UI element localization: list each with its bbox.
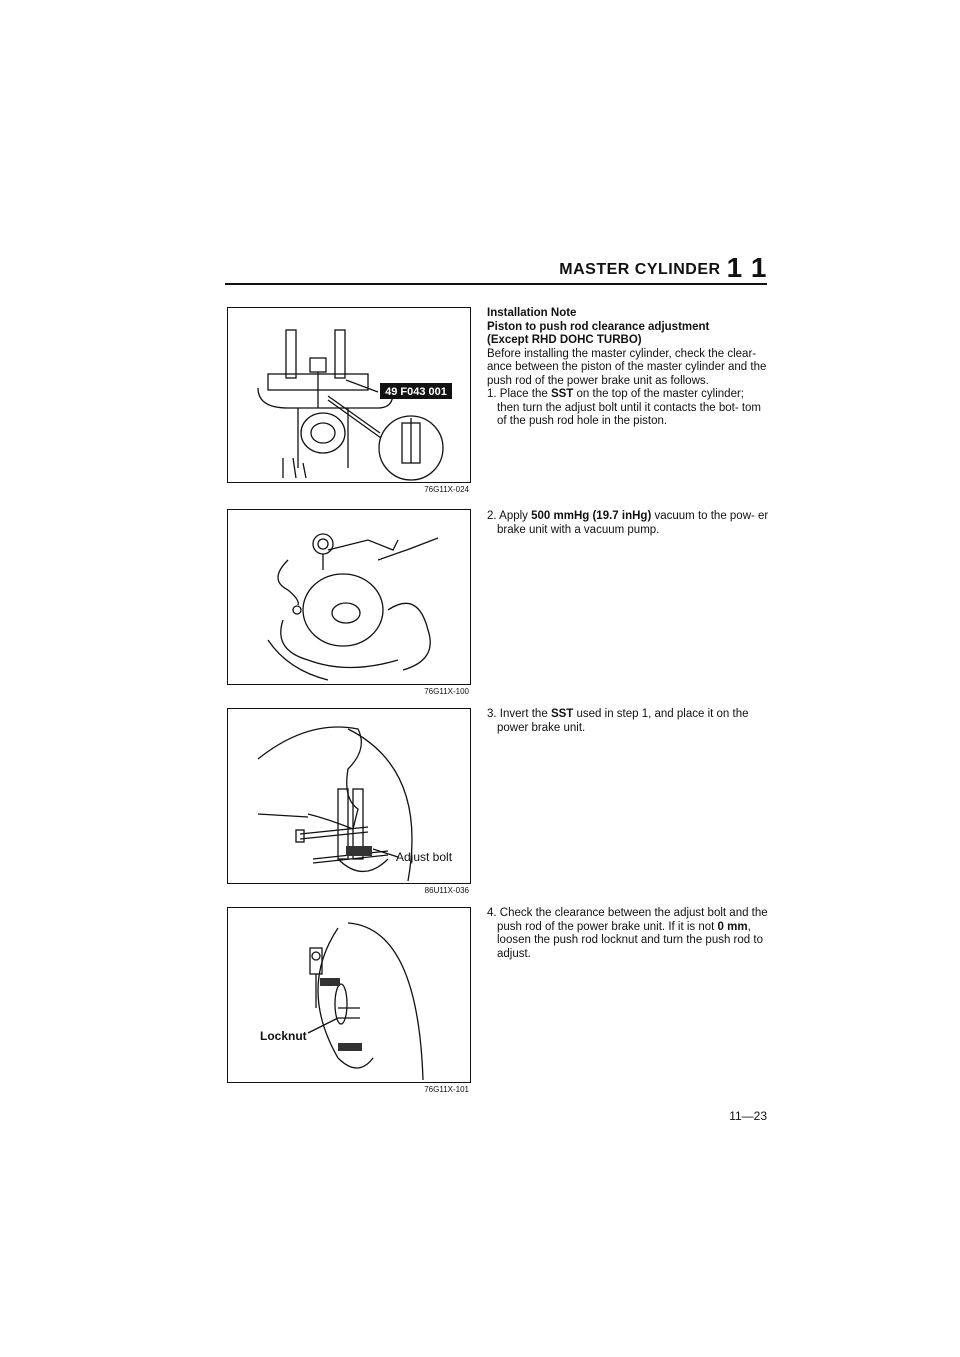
page-number: 11—23 [729,1109,767,1123]
step-4-prefix: 4. Check the clearance between the adjus… [487,907,768,933]
step-3: 3. Invert the SST used in step 1, and pl… [487,708,769,735]
step-3-rest: used in step 1, and place it on the powe… [497,708,749,734]
figure-code: 86U11X-036 [424,886,469,895]
section-heading: Installation Note [487,307,577,319]
figure-sst-installed: 49 F043 001 [227,307,471,483]
step-4-block: 4. Check the clearance between the adjus… [487,907,769,961]
section-subheading-2: (Except RHD DOHC TURBO) [487,334,642,346]
figure-locknut: Locknut [227,907,471,1083]
adjust-bolt-illustration: Adjust bolt [257,726,453,882]
installation-note-section: Installation Note Piston to push rod cle… [487,307,769,429]
step-3-bold: SST [550,708,574,720]
sst-number-label: 49 F043 001 [385,386,447,398]
step-4-rest: , loosen the push rod locknut and turn t… [497,920,763,960]
figure-code: 76G11X-100 [424,687,469,696]
figure-code: 76G11X-101 [424,1085,469,1094]
section-subheading: Piston to push rod clearance adjustment [487,320,710,333]
vacuum-pump-illustration [267,533,439,681]
step-2-bold: 500 mmHg (19.7 inHg) [531,510,652,522]
step-3-prefix: 3. Invert the [487,708,551,720]
step-2-block: 2. Apply 500 mmHg (19.7 inHg) vacuum to … [487,510,769,537]
locknut-label: Locknut [260,1029,307,1043]
step-2: 2. Apply 500 mmHg (19.7 inHg) vacuum to … [487,510,769,537]
header-rule [225,283,767,285]
chapter-number: 1 1 [726,252,767,283]
step-4: 4. Check the clearance between the adjus… [487,907,769,961]
sst-on-master-cylinder-illustration: 49 F043 001 [257,329,452,481]
section-intro: Before installing the master cylinder, c… [487,347,767,387]
figure-code: 76G11X-024 [424,485,469,494]
step-4-bold: 0 mm [717,920,748,933]
step-1-prefix: 1. Place the [487,388,551,400]
step-3-block: 3. Invert the SST used in step 1, and pl… [487,708,769,735]
figure-adjust-bolt: Adjust bolt [227,708,471,884]
step-1-bold: SST [550,388,574,400]
locknut-illustration: Locknut [260,922,424,1081]
header-title: MASTER CYLINDER [559,261,721,278]
step-2-prefix: 2. Apply [487,510,532,522]
step-2-rest: vacuum to the pow- er brake unit with a … [497,510,769,536]
adjust-bolt-label: Adjust bolt [396,850,453,864]
step-1-rest: on the top of the master cylinder; then … [497,388,762,427]
page-header: MASTER CYLINDER 1 1 [559,252,767,284]
figure-vacuum-pump [227,509,471,685]
step-1: 1. Place the SST on the top of the maste… [487,388,769,429]
